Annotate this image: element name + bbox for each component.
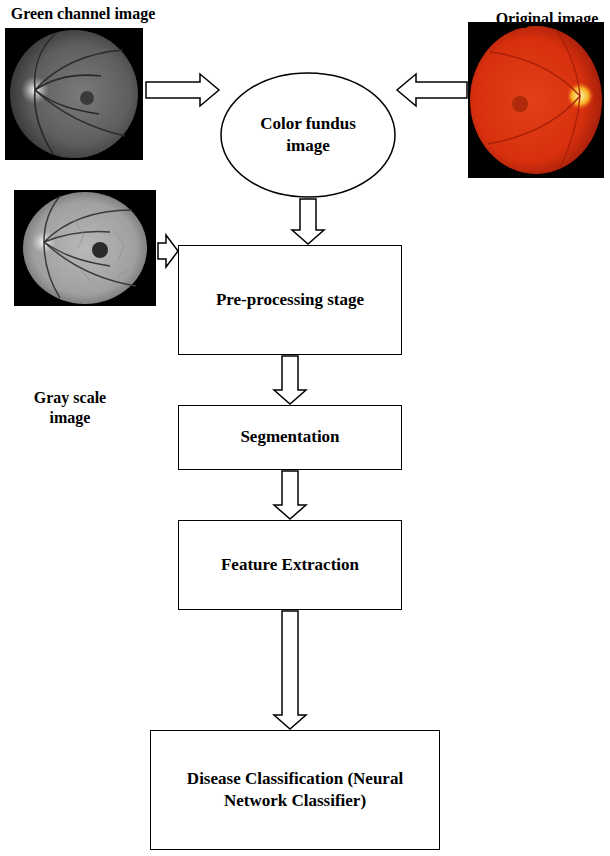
flow-arrow: [274, 471, 306, 519]
green-channel-image: [5, 28, 143, 160]
original-fundus-image: [468, 22, 604, 178]
image-arrow: [158, 235, 178, 267]
process-box: Feature Extraction: [178, 520, 402, 610]
classifier-box: Disease Classification (Neural Network C…: [150, 730, 440, 850]
image-arrow: [397, 74, 467, 106]
node-text: Segmentation: [240, 426, 339, 448]
flow-arrow: [274, 356, 306, 404]
flow-arrow: [292, 199, 324, 244]
process-box: Segmentation: [178, 405, 402, 470]
image-arrow: [146, 74, 219, 106]
gray-scale-image: [14, 190, 156, 306]
ellipse-node: Color fundus image: [220, 72, 396, 198]
node-text: Feature Extraction: [221, 554, 359, 576]
image-label: Green channel image: [3, 4, 163, 24]
node-text: Disease Classification (Neural Network C…: [167, 768, 423, 812]
image-label: Gray scale image: [14, 388, 126, 428]
process-box: Pre-processing stage: [178, 245, 402, 355]
image-label: Original image: [486, 9, 608, 29]
ellipse-outline: [220, 72, 396, 198]
node-text: Pre-processing stage: [216, 289, 364, 311]
node-text: Color fundus image: [248, 113, 368, 157]
flow-arrow: [274, 611, 306, 729]
